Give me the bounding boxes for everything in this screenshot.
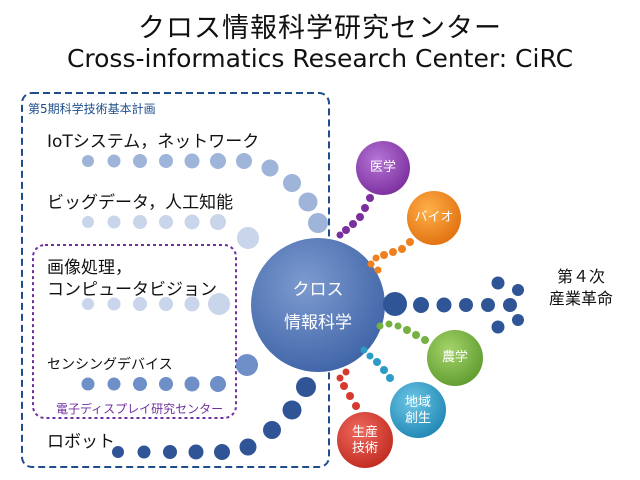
revolution-arrow — [383, 276, 524, 334]
destination-label-2: 産業革命 — [548, 289, 613, 308]
sensing-dot-row — [81, 354, 258, 392]
production-circle — [337, 412, 393, 468]
field-image-label-2: コンピュータビジョン — [47, 280, 217, 300]
display-box-label: 電子ディスプレイ研究センター — [56, 402, 224, 416]
region-dots — [360, 346, 394, 382]
medicine-dots — [336, 194, 374, 239]
robot-dot-row — [112, 377, 316, 460]
agriculture-dots — [376, 320, 429, 344]
plan-box-label: 第5期科学技術基本計画 — [28, 102, 156, 116]
image-dot-row — [82, 293, 230, 315]
field-bigdata-label: ビッグデータ，人工知能 — [47, 193, 234, 213]
region-label-1: 地域 — [404, 395, 431, 410]
display-box — [32, 244, 237, 419]
medicine-circle — [356, 141, 410, 195]
medicine-label: 医学 — [369, 160, 396, 175]
bio-label: バイオ — [414, 210, 454, 225]
field-robot-label: ロボット — [47, 432, 115, 452]
title-japanese: クロス情報科学研究センター — [138, 13, 502, 44]
center-label-1: クロス — [292, 280, 344, 300]
bio-dots — [367, 238, 414, 274]
region-label-2: 創生 — [404, 411, 431, 426]
production-label-2: 技術 — [351, 441, 378, 456]
field-sensing-label: センシングデバイス — [47, 357, 173, 373]
iot-dot-row — [82, 153, 328, 233]
field-image-label: 画像処理， — [47, 258, 132, 278]
production-label-1: 生産 — [351, 425, 378, 440]
agriculture-circle — [427, 330, 483, 386]
title-english: Cross-informatics Research Center: CiRC — [66, 44, 574, 73]
field-iot-label: IoTシステム，ネットワーク — [47, 132, 260, 152]
region-circle — [390, 382, 446, 438]
bigdata-dot-row — [82, 214, 259, 249]
center-label-2: 情報科学 — [284, 313, 352, 333]
center-circle — [251, 238, 385, 372]
bio-circle — [407, 191, 461, 245]
agriculture-label: 農学 — [441, 350, 468, 365]
production-dots — [336, 368, 360, 410]
destination-label-1: 第４次 — [556, 267, 605, 286]
